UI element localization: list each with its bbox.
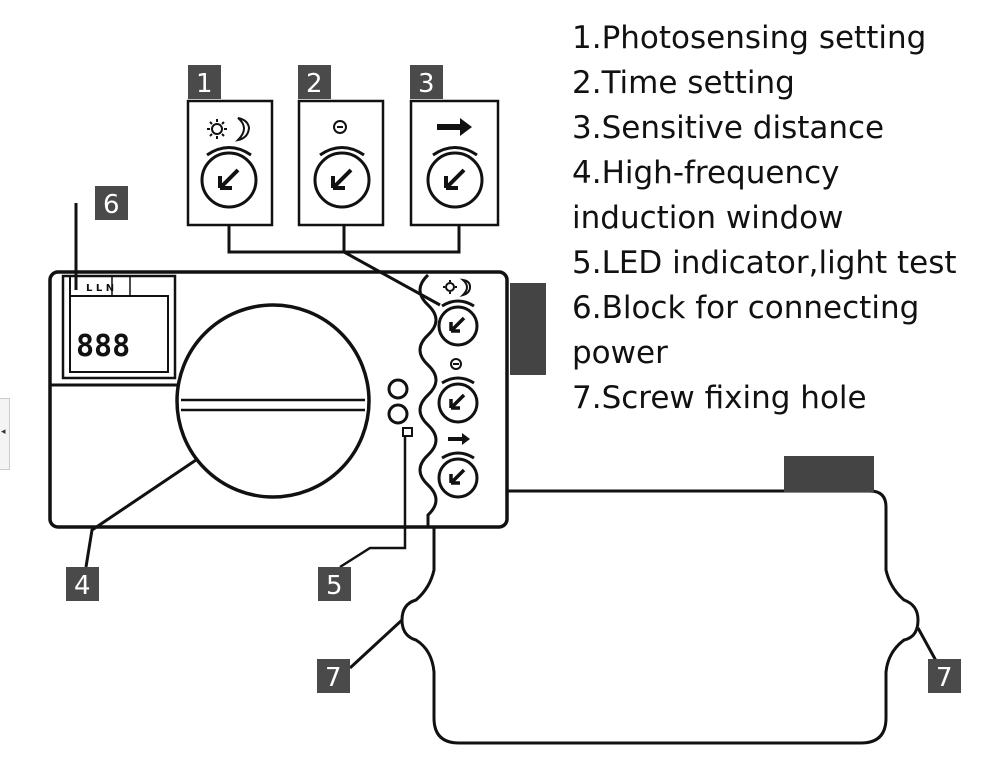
tag-2: 2 (298, 65, 331, 99)
terminal-labels: L L N (86, 283, 114, 294)
knob-box-1-dial (200, 146, 258, 209)
legend-item-5: 5.LED indicator,light test (572, 245, 957, 281)
sun-moon-icon-small (443, 278, 472, 298)
sun-moon-icon (207, 117, 251, 142)
knob-connector-stem (342, 226, 441, 307)
arrow-right-icon-small (448, 433, 470, 445)
top-block (784, 456, 874, 492)
sensor-housing (48, 270, 509, 529)
legend-item-1: 1.Photosensing setting (572, 20, 927, 56)
knob-box-3 (409, 99, 500, 227)
tag-7-left: 7 (317, 659, 350, 693)
panel-dial-2 (437, 376, 479, 424)
digital-display: 888 (76, 329, 130, 364)
tag-5: 5 (318, 567, 351, 601)
svg-text:7: 7 (936, 663, 953, 693)
panel-dial-3 (437, 451, 479, 499)
legend-item-4a: 4.High-frequency (572, 155, 840, 191)
svg-text:2: 2 (306, 69, 323, 99)
side-block (510, 283, 546, 375)
tag-4: 4 (66, 567, 99, 601)
panel-dial-1 (437, 299, 479, 347)
induction-window (175, 303, 371, 499)
leader-5 (339, 436, 407, 569)
led-indicator-2 (387, 403, 409, 425)
chevron-left-icon: ◂ (1, 427, 6, 437)
svg-text:4: 4 (74, 571, 91, 601)
legend-item-2: 2.Time setting (572, 65, 795, 101)
control-panel-border (418, 273, 438, 527)
leader-7-left (348, 618, 404, 670)
svg-text:5: 5 (326, 571, 343, 601)
tag-3: 3 (410, 65, 443, 99)
svg-text:7: 7 (325, 663, 342, 693)
svg-text:3: 3 (418, 69, 435, 99)
legend: 1.Photosensing setting 2.Time setting 3.… (572, 16, 992, 421)
knob-box-2 (297, 99, 385, 227)
clock-icon (333, 120, 347, 134)
knob-box-3-dial (426, 146, 484, 209)
side-scroll-tab[interactable]: ◂ (0, 398, 10, 470)
clock-icon-small (450, 358, 462, 370)
legend-item-3: 3.Sensitive distance (572, 110, 885, 146)
terminal-block (61, 274, 177, 380)
svg-text:1: 1 (196, 69, 213, 99)
tag-7-right: 7 (928, 659, 961, 693)
knob-box-1 (186, 99, 274, 227)
legend-item-4b: induction window (572, 200, 844, 236)
svg-text:6: 6 (103, 190, 120, 220)
knob-box-2-dial (313, 146, 371, 209)
tag-1: 1 (188, 65, 221, 99)
tag-6: 6 (95, 186, 128, 220)
mounting-bracket (400, 489, 920, 745)
arrow-right-icon (437, 118, 472, 136)
leader-4 (84, 458, 197, 568)
legend-item-6b: power (572, 335, 668, 371)
legend-item-7: 7.Screw fixing hole (572, 380, 867, 416)
led-indicator-1 (387, 378, 409, 400)
legend-item-6a: 6.Block for connecting (572, 290, 920, 326)
